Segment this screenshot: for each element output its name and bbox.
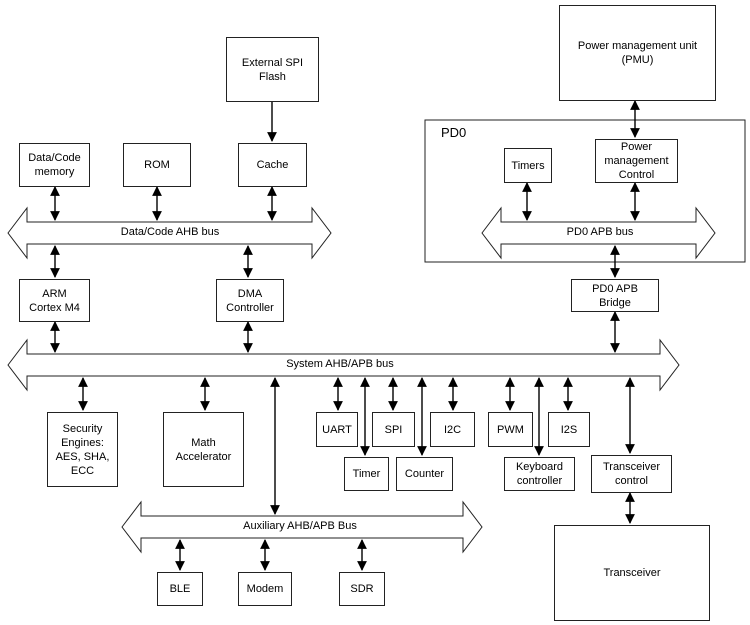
keyboard-controller-block: Keyboard controller [504, 457, 575, 491]
ble-block: BLE [157, 572, 203, 606]
i2c-block: I2C [430, 412, 475, 447]
pd0-apb-bus-label: PD0 APB bus [566, 226, 634, 238]
pd0-apb-bus [481, 206, 716, 260]
transceiver-control-block: Transceiver control [591, 455, 672, 493]
sdr-block: SDR [339, 572, 385, 606]
data-code-ahb-bus [7, 206, 332, 260]
pwm-block: PWM [488, 412, 533, 447]
timer-block: Timer [344, 457, 389, 491]
system-ahb-apb-bus [7, 338, 680, 392]
connectors [50, 100, 640, 571]
pd0-label: PD0 [441, 125, 467, 140]
power-management-control-block: Power management Control [595, 139, 678, 183]
modem-block: Modem [238, 572, 292, 606]
uart-block: UART [316, 412, 358, 447]
auxiliary-ahb-apb-bus [121, 500, 483, 554]
pd0-region [424, 119, 746, 263]
arm-cortex-m4-block: ARM Cortex M4 [19, 279, 90, 322]
cache-block: Cache [238, 143, 307, 187]
security-engines-block: Security Engines: AES, SHA, ECC [47, 412, 118, 487]
pmu-block: Power management unit (PMU) [559, 5, 716, 101]
counter-block: Counter [396, 457, 453, 491]
auxiliary-ahb-apb-bus-label: Auxiliary AHB/APB Bus [243, 520, 357, 532]
spi-block: SPI [372, 412, 415, 447]
pd0-apb-bridge-block: PD0 APB Bridge [571, 279, 659, 312]
timers-block: Timers [504, 148, 552, 183]
system-ahb-apb-bus-label: System AHB/APB bus [286, 358, 394, 370]
rom-block: ROM [123, 143, 191, 187]
math-accelerator-block: Math Accelerator [163, 412, 244, 487]
i2s-block: I2S [548, 412, 590, 447]
transceiver-block: Transceiver [554, 525, 710, 621]
external-spi-flash-block: External SPI Flash [226, 37, 319, 102]
data-code-memory-block: Data/Code memory [19, 143, 90, 187]
dma-controller-block: DMA Controller [216, 279, 284, 322]
data-code-ahb-bus-label: Data/Code AHB bus [120, 226, 220, 238]
